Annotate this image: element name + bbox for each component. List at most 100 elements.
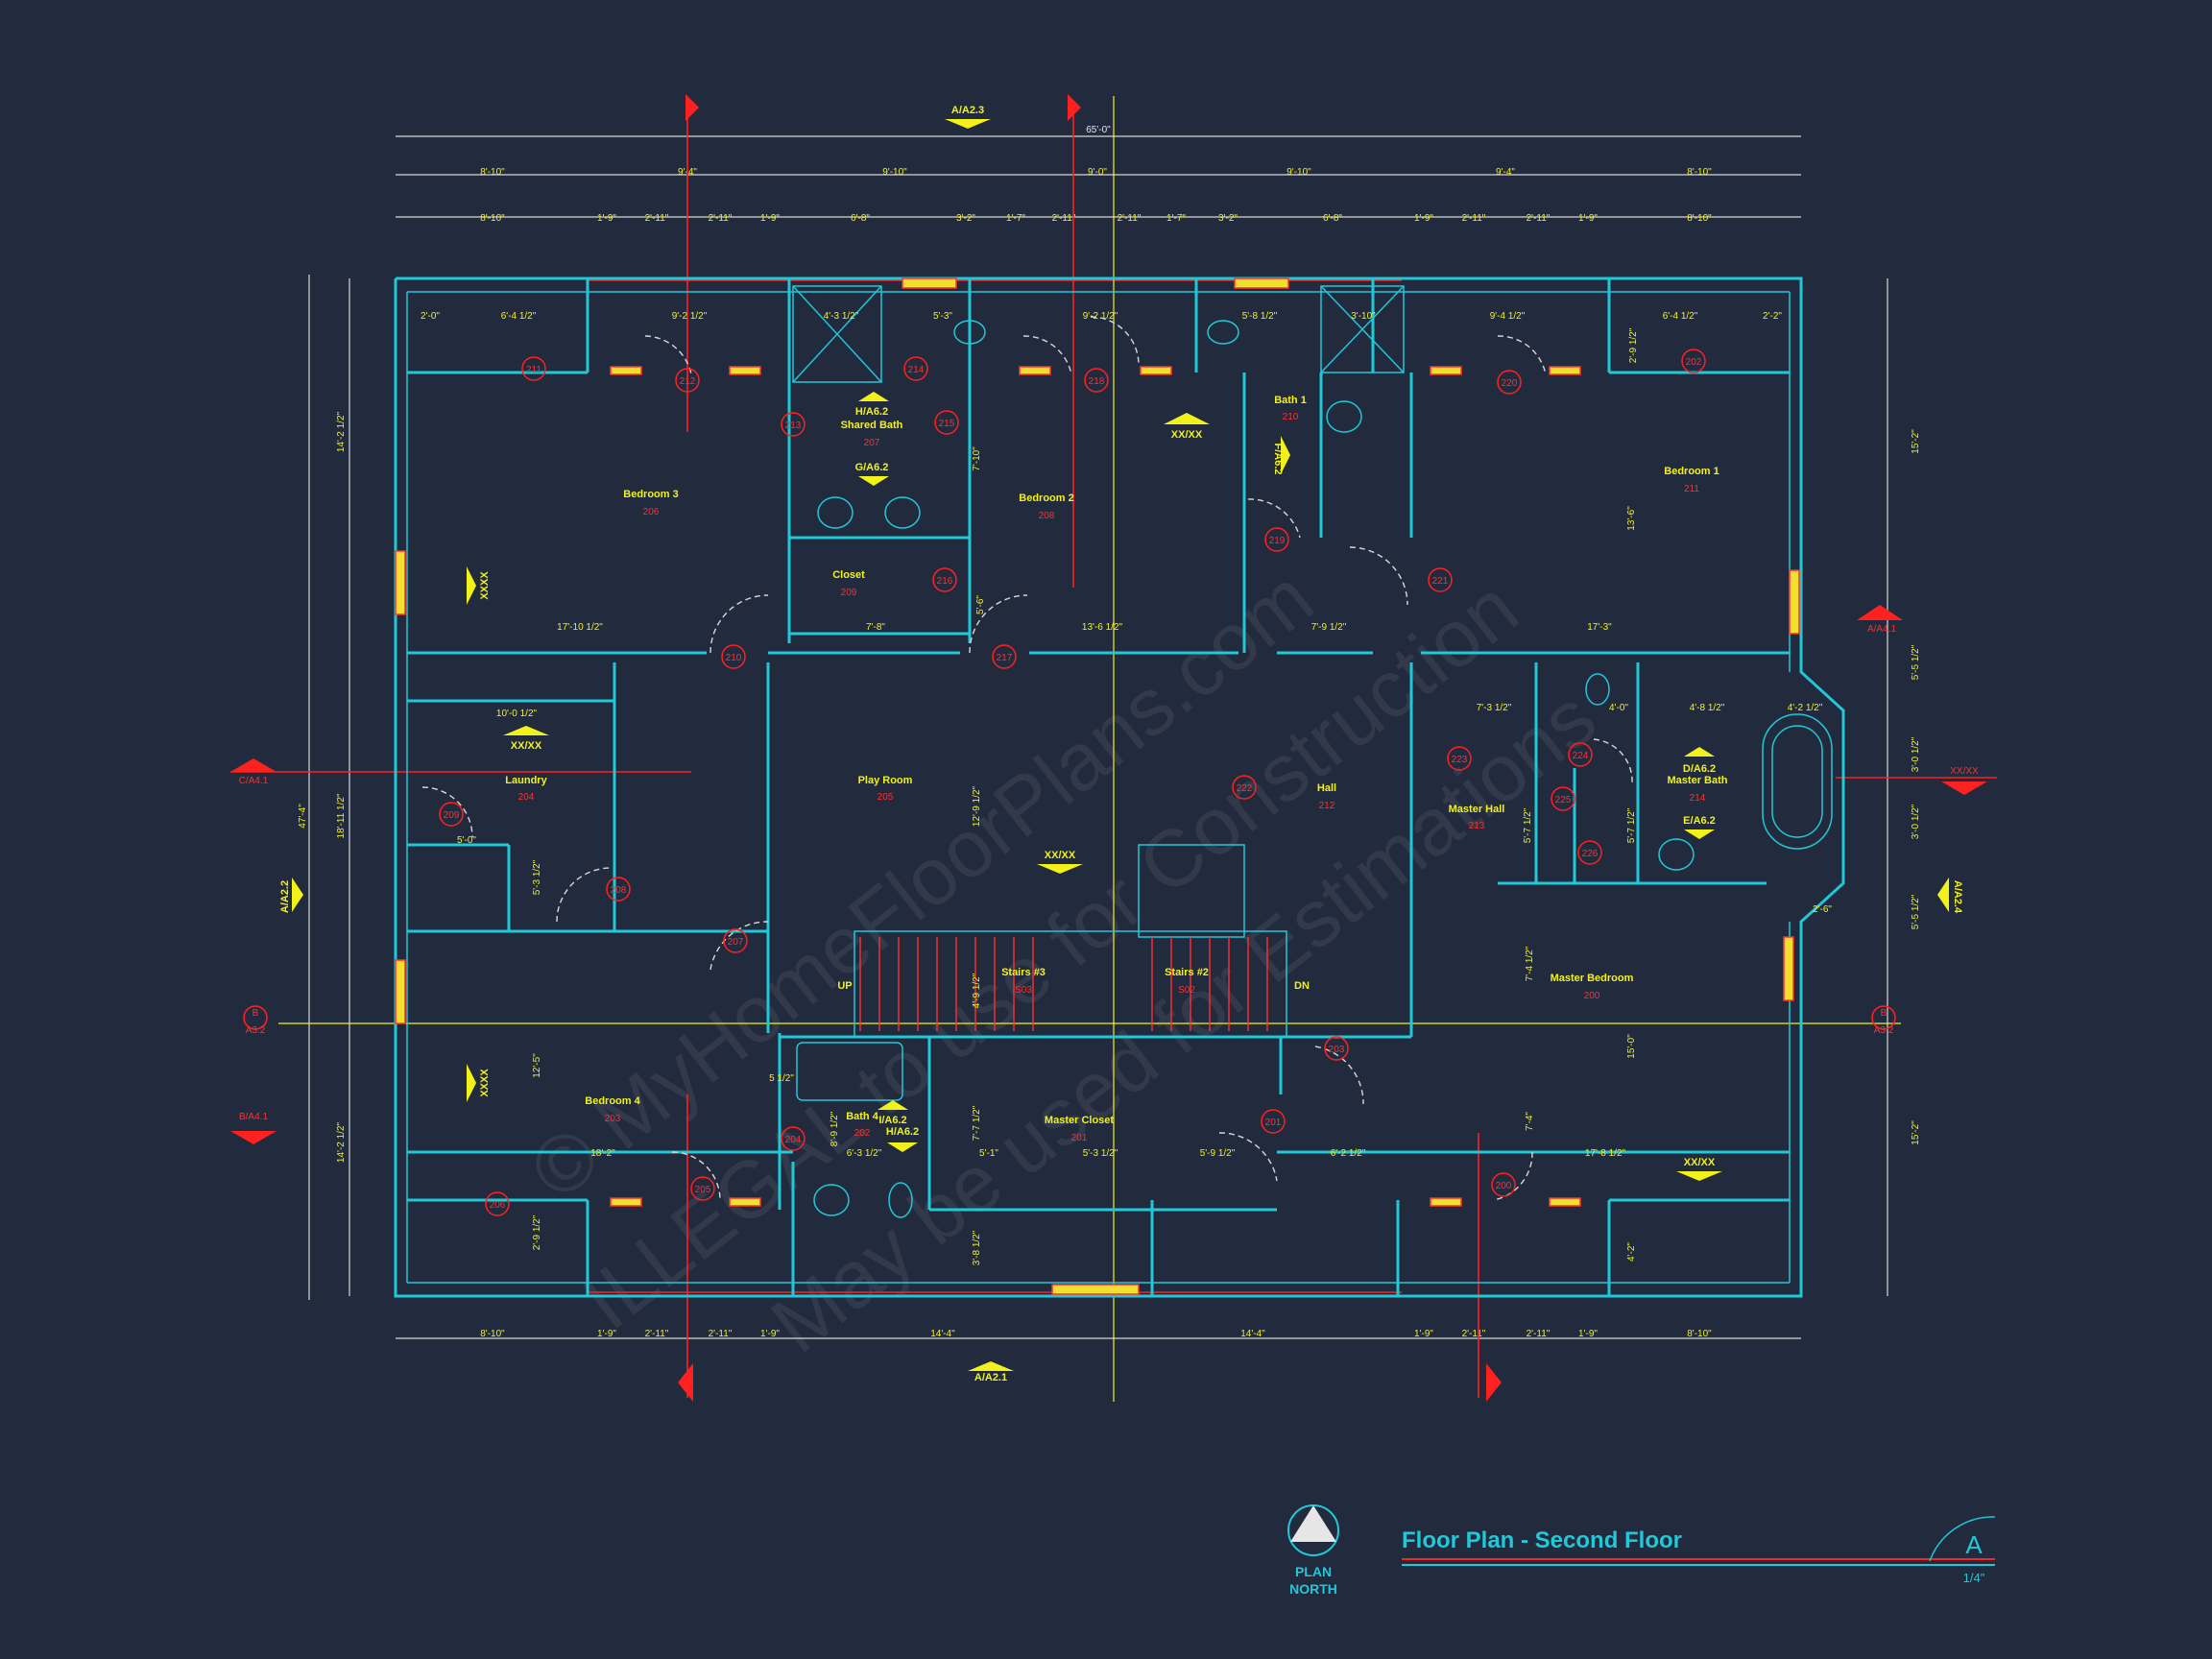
room-stairs-3: Stairs #3: [1001, 967, 1046, 978]
door-number: 208: [611, 885, 627, 896]
dim-interior: 4'-0": [1609, 703, 1628, 713]
ref-xx-4: XX/XX: [1684, 1157, 1716, 1168]
dim-top2-5: 1'-9": [760, 213, 780, 224]
room-master-bath: Master Bath: [1668, 775, 1728, 786]
dim-interior: 5'-1": [979, 1148, 998, 1159]
door-number: 221: [1432, 576, 1449, 587]
room-number: 209: [841, 588, 857, 598]
door-number: 216: [937, 576, 953, 587]
dim-top2-10: 2'-11": [1118, 213, 1142, 224]
dim-interior: 5'-3 1/2": [1083, 1148, 1118, 1159]
dim-interior: 15'-0": [1626, 1034, 1637, 1059]
dim-top-3: 9'-10": [882, 167, 907, 178]
drawing-scale: 1/4": [1963, 1571, 1985, 1585]
ref-xx-3: XX/XX: [1045, 850, 1076, 861]
door-number: 211: [526, 365, 541, 375]
dim-interior: 7'-4 1/2": [1525, 946, 1535, 981]
dim-bottom-6: 14'-4": [930, 1329, 955, 1339]
door-number: 217: [997, 653, 1013, 663]
dim-top2-7: 3'-2": [956, 213, 975, 224]
room-number: S02: [1178, 985, 1195, 996]
room-number: 212: [1319, 801, 1335, 811]
right-dimensions: 15'-2" 5'-5 1/2" 3'-0 1/2" 3'-0 1/2" 5'-…: [1887, 278, 1921, 1296]
walls: [394, 276, 1845, 1298]
room-number: 203: [605, 1114, 621, 1124]
bottom-dimensions: 8'-10" 1'-9" 2'-11" 2'-11" 1'-9" 14'-4" …: [396, 1329, 1801, 1339]
door-number: 220: [1502, 378, 1518, 389]
dim-interior: 2'-2": [1763, 311, 1782, 322]
dim-bottom-5: 1'-9": [760, 1329, 780, 1339]
door-number: 202: [1686, 357, 1702, 368]
room-number: 200: [1584, 991, 1600, 1001]
room-master-hall: Master Hall: [1449, 804, 1505, 815]
dim-left-3: 14'-2 1/2": [336, 1121, 347, 1163]
dim-interior: 5'-7 1/2": [1626, 807, 1637, 843]
dim-interior: 4'-2": [1626, 1242, 1637, 1262]
dim-interior: 17'-3": [1587, 622, 1612, 633]
dim-bottom-10: 2'-11": [1527, 1329, 1551, 1339]
ref-section-b-right-sheet: A3.2: [1874, 1025, 1894, 1036]
dim-interior: 2'-6": [1813, 904, 1832, 915]
dim-bottom-11: 1'-9": [1578, 1329, 1598, 1339]
room-number: 202: [854, 1128, 871, 1139]
room-laundry: Laundry: [505, 775, 547, 786]
dim-top-4: 9'-0": [1088, 167, 1107, 178]
dim-right-5: 5'-5 1/2": [1911, 894, 1921, 929]
shower-bath1: [1320, 285, 1405, 373]
room-shared-bath: Shared Bath: [841, 420, 903, 431]
dim-top2-8: 1'-7": [1006, 213, 1025, 224]
door-number: 214: [908, 365, 925, 375]
dim-interior: 3'-8 1/2": [972, 1230, 982, 1265]
door-number: 204: [785, 1135, 802, 1145]
dim-left-1: 14'-2 1/2": [336, 411, 347, 452]
dim-interior: 5'-8 1/2": [1242, 311, 1278, 322]
ref-e-a6-2: E/A6.2: [1683, 815, 1716, 827]
north-label-plan: PLAN: [1295, 1564, 1332, 1579]
door-number: 215: [939, 419, 955, 429]
north-arrow: PLAN NORTH: [1287, 1504, 1339, 1597]
drawing-title: Floor Plan - Second Floor: [1402, 1527, 1682, 1553]
dim-right-3: 3'-0 1/2": [1911, 736, 1921, 772]
dim-bottom-12: 8'-10": [1687, 1329, 1712, 1339]
room-bedroom-2: Bedroom 2: [1019, 493, 1073, 504]
door-number: 219: [1269, 536, 1286, 546]
dim-top2-2: 1'-9": [597, 213, 616, 224]
dim-interior: 12'-5": [532, 1053, 542, 1078]
stairs-up-label: UP: [837, 980, 852, 992]
dim-interior: 8'-9 1/2": [830, 1111, 840, 1146]
reference-tags: H/A6.2 G/A6.2 F/A6.2 D/A6.2 E/A6.2 I/A6.…: [230, 94, 1987, 1402]
ref-a-a2-2: A/A2.2: [279, 880, 291, 913]
door-number: 207: [728, 937, 744, 948]
room-bath-4: Bath 4: [846, 1111, 879, 1122]
dim-top2-16: 2'-11": [1527, 213, 1551, 224]
shower-shared-bath: [792, 285, 882, 383]
dim-interior: 10'-0 1/2": [496, 709, 538, 719]
fixtures: [421, 285, 1833, 1218]
room-number: 204: [518, 792, 535, 803]
dim-top2-6: 6'-8": [851, 213, 870, 224]
room-master-closet: Master Closet: [1045, 1115, 1114, 1126]
dim-interior: 9'-4 1/2": [1490, 311, 1526, 322]
dim-interior: 5 1/2": [769, 1073, 794, 1084]
door-number: 200: [1496, 1181, 1512, 1191]
dim-interior: 12'-9 1/2": [972, 785, 982, 827]
ref-xx-red: XX/XX: [1950, 766, 1979, 777]
watermark-line-2: ILLEGAL to use for Construction: [566, 563, 1534, 1347]
dim-interior: 3'-10": [1351, 311, 1376, 322]
dim-top2-13: 6'-8": [1323, 213, 1342, 224]
door-number: 201: [1265, 1118, 1282, 1128]
dim-interior: 17'-10 1/2": [557, 622, 603, 633]
dim-interior: 4'-2 1/2": [1788, 703, 1823, 713]
dim-bottom-9: 2'-11": [1462, 1329, 1486, 1339]
section-lines: [230, 96, 1997, 1402]
dim-interior: 7'-3 1/2": [1477, 703, 1512, 713]
dim-interior: 7'-9 1/2": [1311, 622, 1347, 633]
dim-interior: 13'-6": [1626, 506, 1637, 531]
dim-interior: 5'-3 1/2": [532, 859, 542, 895]
dim-interior: 6'-4 1/2": [1663, 311, 1698, 322]
ref-section-b-sheet: A3.2: [246, 1025, 266, 1036]
room-number: 213: [1469, 821, 1485, 831]
room-bedroom-3: Bedroom 3: [623, 489, 678, 500]
ref-h-a6-2: H/A6.2: [855, 406, 888, 418]
ref-section-b-right: B: [1881, 1008, 1887, 1019]
